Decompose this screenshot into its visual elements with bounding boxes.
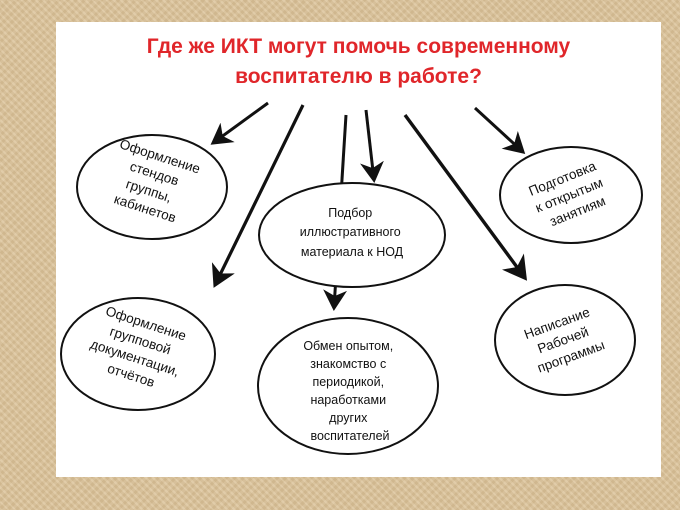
node-open-lessons: Подготовка к открытым занятиям (499, 146, 643, 244)
experience-line-1: Обмен опытом, (303, 339, 393, 353)
arrow-to-illustrative (360, 109, 384, 183)
illustrative-line-2: иллюстративного (300, 225, 401, 239)
node-illustrative: Подбор иллюстративного материала к НОД (258, 182, 446, 288)
arrow-to-work-program (403, 113, 528, 281)
svg-text:Обмен опытом, знакомство: Обмен опытом, знакомство с периодикой, н… (303, 339, 396, 443)
experience-line-2: знакомство с (310, 357, 386, 371)
arrow-to-open-lessons (473, 106, 526, 155)
node-documentation: Оформление групповой документации, отчёт… (60, 297, 216, 411)
experience-line-5: других (329, 411, 368, 425)
svg-text:Написание Рабочей: Написание Рабочей программы (522, 303, 608, 376)
node-stands: Оформление стендов группы, кабинетов (76, 134, 228, 240)
arrow-to-documentation (211, 104, 305, 288)
page-title: Где же ИКТ могут помочь современному вос… (56, 32, 661, 92)
experience-line-4: наработками (310, 393, 386, 407)
illustrative-line-1: Подбор (328, 206, 372, 220)
illustrative-line-3: материала к НОД (301, 245, 404, 259)
title-line-2: воспитателю в работе? (235, 65, 482, 88)
experience-line-6: воспитателей (310, 429, 389, 443)
node-work-program: Написание Рабочей программы (494, 284, 636, 396)
svg-text:Подбор иллюстративного: Подбор иллюстративного материала к НОД (300, 206, 404, 259)
arrow-to-stands (210, 101, 269, 145)
experience-line-3: периодикой, (312, 375, 384, 389)
title-line-1: Где же ИКТ могут помочь современному (146, 35, 571, 58)
node-experience: Обмен опытом, знакомство с периодикой, н… (257, 317, 439, 455)
